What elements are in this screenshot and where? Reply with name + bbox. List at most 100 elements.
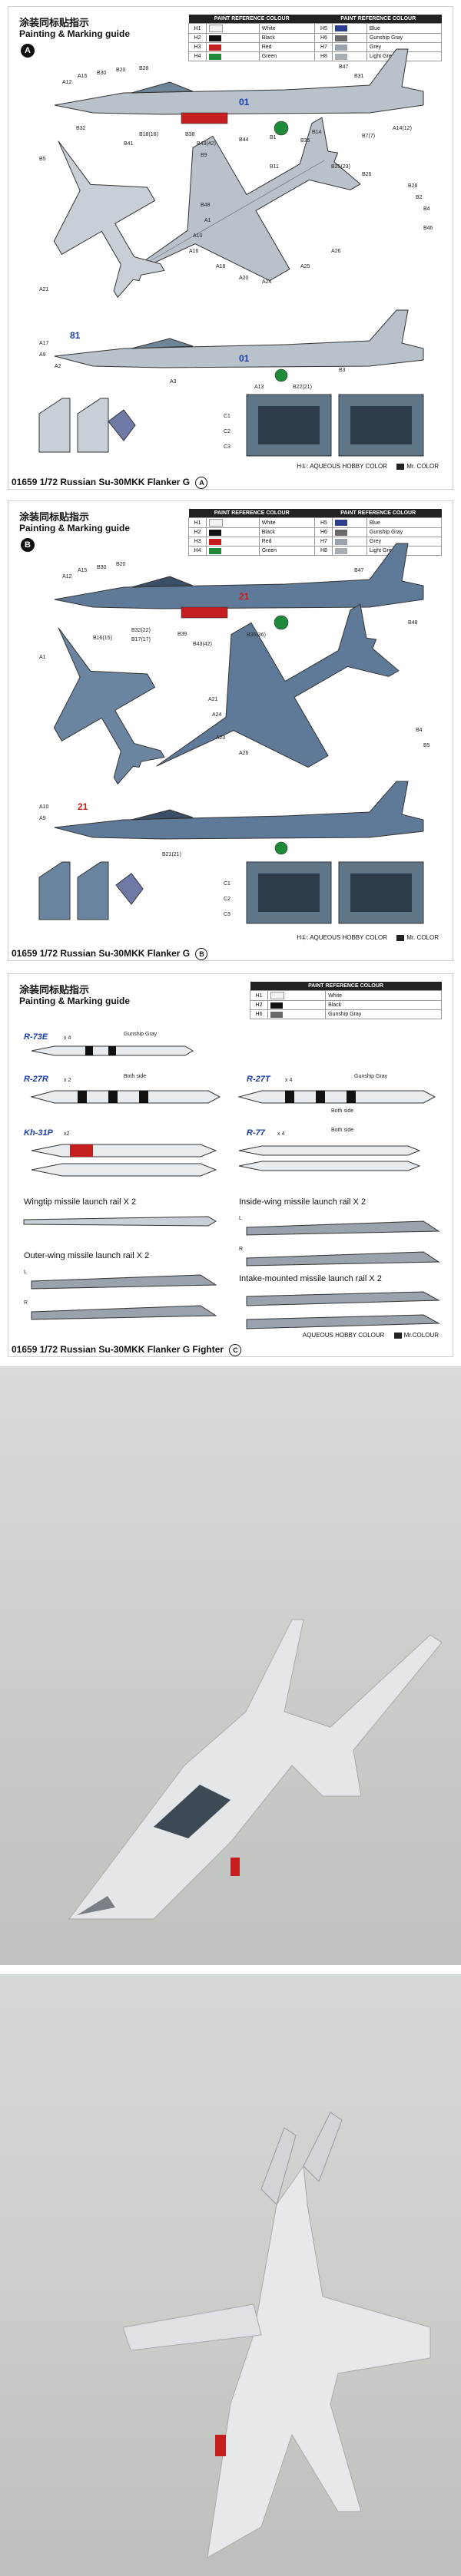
svg-text:B5: B5 bbox=[423, 743, 430, 748]
board-number: 21 bbox=[239, 591, 250, 602]
svg-text:C2: C2 bbox=[224, 897, 230, 902]
guide-title-en: Painting & Marking guide bbox=[19, 28, 131, 39]
svg-text:A10: A10 bbox=[39, 804, 49, 810]
mr-color-marker bbox=[396, 463, 405, 470]
svg-text:B4: B4 bbox=[423, 206, 430, 212]
svg-text:B16(15): B16(15) bbox=[93, 636, 112, 641]
svg-text:A16: A16 bbox=[189, 249, 199, 254]
top-view-aircraft bbox=[118, 117, 361, 282]
painting-guide-sheet-a: 涂装同标贴指示 Painting & Marking guide A PAINT… bbox=[8, 6, 453, 490]
svg-text:B41: B41 bbox=[124, 141, 134, 147]
rail-intake-r bbox=[246, 1314, 440, 1329]
color-swatch bbox=[209, 44, 221, 51]
svg-text:B9: B9 bbox=[201, 153, 207, 158]
svg-text:A24: A24 bbox=[262, 279, 272, 285]
svg-text:A21: A21 bbox=[39, 287, 49, 292]
paint-reference-table: PAINT REFERENCE COLOUR PAINT REFERENCE C… bbox=[188, 509, 443, 556]
svg-text:A10: A10 bbox=[193, 233, 203, 239]
svg-text:A13: A13 bbox=[254, 385, 264, 390]
svg-text:B39: B39 bbox=[177, 632, 187, 637]
color-swatch bbox=[335, 35, 348, 41]
missile-qty: x 4 bbox=[64, 1035, 71, 1041]
svg-text:A25: A25 bbox=[300, 264, 310, 269]
rail-wingtip bbox=[23, 1216, 217, 1227]
sheet-footer: 01659 1/72 Russian Su-30MKK Flanker G B bbox=[12, 948, 208, 960]
svg-text:B11: B11 bbox=[270, 164, 279, 170]
svg-text:A3: A3 bbox=[170, 379, 177, 385]
guide-title-en: Painting & Marking guide bbox=[19, 996, 131, 1006]
paint-table-head: PAINT REFERENCE COLOUR bbox=[314, 15, 442, 24]
color-swatch bbox=[335, 538, 348, 545]
sheet-footer-badge: A bbox=[195, 477, 208, 489]
board-number: 01 bbox=[239, 97, 250, 107]
paint-row: H4 Green H8 Light Grey bbox=[188, 51, 443, 61]
svg-text:C2: C2 bbox=[224, 429, 230, 434]
weapons-guide-sheet-c: 涂装同标贴指示 Painting & Marking guide PAINT R… bbox=[8, 973, 453, 1357]
guide-title-cn: 涂装同标贴指示 bbox=[19, 17, 90, 28]
board-number: 01 bbox=[239, 353, 250, 364]
missile-note: Both side bbox=[331, 1128, 353, 1133]
svg-text:B20: B20 bbox=[116, 562, 126, 567]
paint-reference-table: PAINT REFERENCE COLOUR H1 White H2 Black… bbox=[250, 982, 442, 1019]
rail-outer-r bbox=[31, 1305, 217, 1320]
color-swatch bbox=[270, 992, 284, 999]
missile-note: Both side bbox=[331, 1108, 353, 1114]
side-view-aircraft: 01 bbox=[54, 48, 424, 136]
rail-label-intake: Intake-mounted missile launch rail X 2 bbox=[239, 1274, 382, 1283]
svg-text:B25(23): B25(23) bbox=[331, 164, 350, 170]
svg-text:B48: B48 bbox=[201, 203, 211, 208]
svg-text:B30: B30 bbox=[97, 565, 107, 570]
color-swatch bbox=[335, 547, 348, 554]
svg-text:B18(16): B18(16) bbox=[139, 132, 158, 137]
mr-color-marker bbox=[393, 1332, 402, 1339]
svg-text:B43(42): B43(42) bbox=[197, 141, 216, 147]
bottom-view-aircraft bbox=[53, 627, 165, 785]
svg-text:B43(42): B43(42) bbox=[193, 642, 212, 647]
paint-table-head: PAINT REFERENCE COLOUR bbox=[250, 982, 442, 991]
missile-label-r73e: R-73E bbox=[24, 1032, 48, 1042]
missile-label-r77: R-77 bbox=[247, 1128, 266, 1138]
color-swatch bbox=[209, 53, 221, 60]
color-legend: H①: AQUEOUS HOBBY COLOR Mr. COLOR bbox=[297, 463, 439, 470]
svg-text:B2: B2 bbox=[416, 195, 423, 200]
svg-text:C3: C3 bbox=[224, 444, 230, 450]
color-swatch bbox=[270, 1011, 283, 1018]
missile-qty: x2 bbox=[64, 1131, 70, 1137]
paint-row: H3 Red H7 Grey bbox=[188, 42, 443, 52]
paint-reference-table: PAINT REFERENCE COLOUR PAINT REFERENCE C… bbox=[188, 15, 443, 61]
rail-label-inside: Inside-wing missile launch rail X 2 bbox=[239, 1197, 366, 1207]
svg-text:B4: B4 bbox=[416, 728, 423, 733]
svg-text:B38: B38 bbox=[185, 132, 195, 137]
rail-inside-r bbox=[246, 1251, 440, 1267]
rail-side-label: L bbox=[24, 1270, 27, 1275]
top-view-aircraft bbox=[156, 603, 400, 768]
svg-text:C1: C1 bbox=[224, 414, 230, 419]
missile-qty: x 4 bbox=[285, 1078, 292, 1083]
missile-kh31p bbox=[31, 1144, 217, 1177]
svg-text:A1: A1 bbox=[39, 655, 46, 660]
svg-text:B32: B32 bbox=[76, 126, 86, 131]
svg-text:A24: A24 bbox=[212, 712, 222, 718]
color-swatch bbox=[209, 547, 221, 554]
board-number: 21 bbox=[78, 801, 88, 812]
svg-text:A12: A12 bbox=[62, 574, 72, 580]
paint-row: H6 Gunship Gray bbox=[250, 1009, 442, 1019]
paint-row: H3 Red H7 Grey bbox=[188, 537, 443, 547]
side-view-aircraft: 21 bbox=[54, 543, 424, 630]
rail-intake-l bbox=[246, 1291, 440, 1306]
sheet-footer: 01659 1/72 Russian Su-30MKK Flanker G A bbox=[12, 477, 208, 489]
svg-text:B30: B30 bbox=[97, 71, 107, 76]
missile-color-note: Gunship Gray bbox=[124, 1032, 158, 1037]
svg-text:B17(17): B17(17) bbox=[131, 637, 151, 642]
paint-table-head: PAINT REFERENCE COLOUR bbox=[188, 509, 315, 518]
svg-text:B7(7): B7(7) bbox=[362, 134, 375, 139]
paint-row: H1 White bbox=[250, 990, 442, 1001]
sheet-badge-a: A bbox=[21, 44, 35, 58]
svg-text:B21(21): B21(21) bbox=[162, 852, 181, 857]
svg-text:B35: B35 bbox=[300, 138, 310, 144]
guide-title-en: Painting & Marking guide bbox=[19, 523, 131, 533]
svg-text:B28: B28 bbox=[408, 183, 418, 189]
svg-text:A9: A9 bbox=[39, 352, 46, 358]
svg-text:B35(36): B35(36) bbox=[247, 632, 266, 638]
svg-text:B3: B3 bbox=[339, 368, 346, 373]
